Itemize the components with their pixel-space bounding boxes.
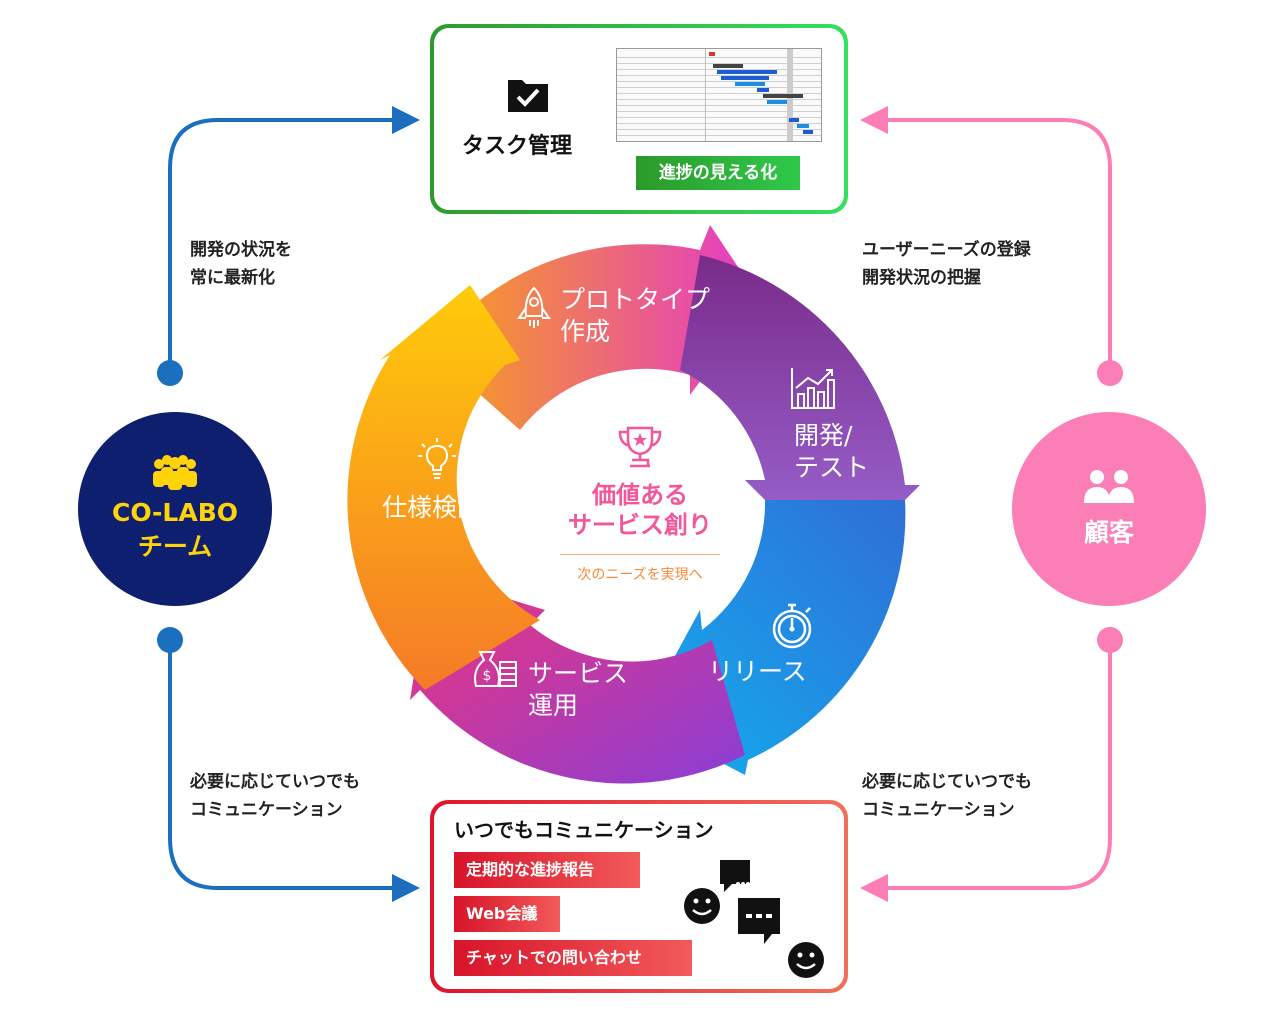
customer-name: 顧客 (1083, 518, 1134, 547)
right-top-label-line1: ユーザーニーズの登録 (862, 240, 1031, 260)
left-top-dot (157, 360, 183, 386)
tag-chat-inquiry: チャットでの問い合わせ (454, 940, 692, 976)
lightbulb-icon (418, 438, 456, 479)
right-bottom-arrow (860, 874, 888, 902)
two-people-icon (1084, 470, 1134, 503)
right-bottom-label-line2: コミュニケーション (862, 800, 1015, 820)
left-bottom-label-line2: コミュニケーション (190, 800, 343, 820)
left-top-label-line1: 開発の状況を (190, 240, 292, 260)
tag-web-meeting: Web会議 (454, 896, 560, 932)
task-title: タスク管理 (462, 134, 573, 159)
bar-chart-icon (791, 368, 835, 409)
stage-service-ops-label-line2: 運用 (528, 691, 579, 720)
folder-check-icon (508, 80, 548, 112)
segment-spec (347, 285, 540, 690)
center-title-line2: サービス創り (568, 511, 712, 539)
stage-prototype-label: プロトタイプ (560, 285, 711, 314)
left-bottom-connector (168, 640, 392, 890)
team-name-line1: CO-LABO (111, 498, 239, 527)
co-labo-team-node: CO-LABO チーム (78, 412, 272, 606)
center-title: 価値ある (592, 481, 688, 509)
segment-dev-test (680, 255, 920, 570)
chat-faces-icon (684, 860, 824, 978)
team-name-line2: チーム (137, 532, 213, 561)
svg-text:$: $ (483, 668, 492, 684)
segment-prototype (430, 225, 760, 430)
right-top-label-line2: 開発状況の把握 (862, 268, 981, 288)
rocket-icon (517, 286, 551, 328)
stage-spec-label: 仕様検討 (382, 493, 483, 522)
center-divider (560, 554, 720, 555)
stage-dev-test-label: 開発/ (794, 421, 853, 450)
progress-visualization-label: 進捗の見える化 (636, 156, 800, 190)
stopwatch-icon (772, 603, 812, 649)
left-bottom-label-line1: 必要に応じていつでも (190, 772, 360, 792)
stage-prototype-label-line2: 作成 (560, 317, 611, 346)
gantt-chart-thumbnail (616, 48, 822, 142)
left-bottom-label: 必要に応じていつでも コミュニケーション (190, 768, 360, 824)
stage-service-ops-label: サービス (528, 659, 629, 688)
left-bottom-arrow (392, 874, 420, 902)
trophy-icon (618, 426, 662, 468)
left-top-connector (168, 118, 392, 372)
tag-progress-report: 定期的な進捗報告 (454, 852, 640, 888)
right-top-dot (1097, 360, 1123, 386)
group-people-icon (153, 455, 197, 490)
customer-node: 顧客 (1012, 412, 1206, 606)
stage-dev-test-label-line2: テスト (794, 453, 870, 482)
right-top-connector (888, 118, 1112, 372)
left-top-label-line2: 常に最新化 (190, 268, 275, 288)
left-top-arrow (392, 106, 420, 134)
right-bottom-label-line1: 必要に応じていつでも (862, 772, 1032, 792)
stage-release-label: リリース (708, 657, 807, 686)
money-bag-icon: $ (474, 651, 517, 687)
left-top-label: 開発の状況を 常に最新化 (190, 236, 292, 292)
right-bottom-label: 必要に応じていつでも コミュニケーション (862, 768, 1032, 824)
right-top-label: ユーザーニーズの登録 開発状況の把握 (862, 236, 1031, 292)
right-top-arrow (860, 106, 888, 134)
right-bottom-dot (1097, 627, 1123, 653)
left-bottom-dot (157, 627, 183, 653)
communication-title: いつでもコミュニケーション (454, 818, 714, 842)
center-subtitle: 次のニーズを実現へ (577, 567, 703, 583)
right-bottom-connector (888, 640, 1112, 890)
